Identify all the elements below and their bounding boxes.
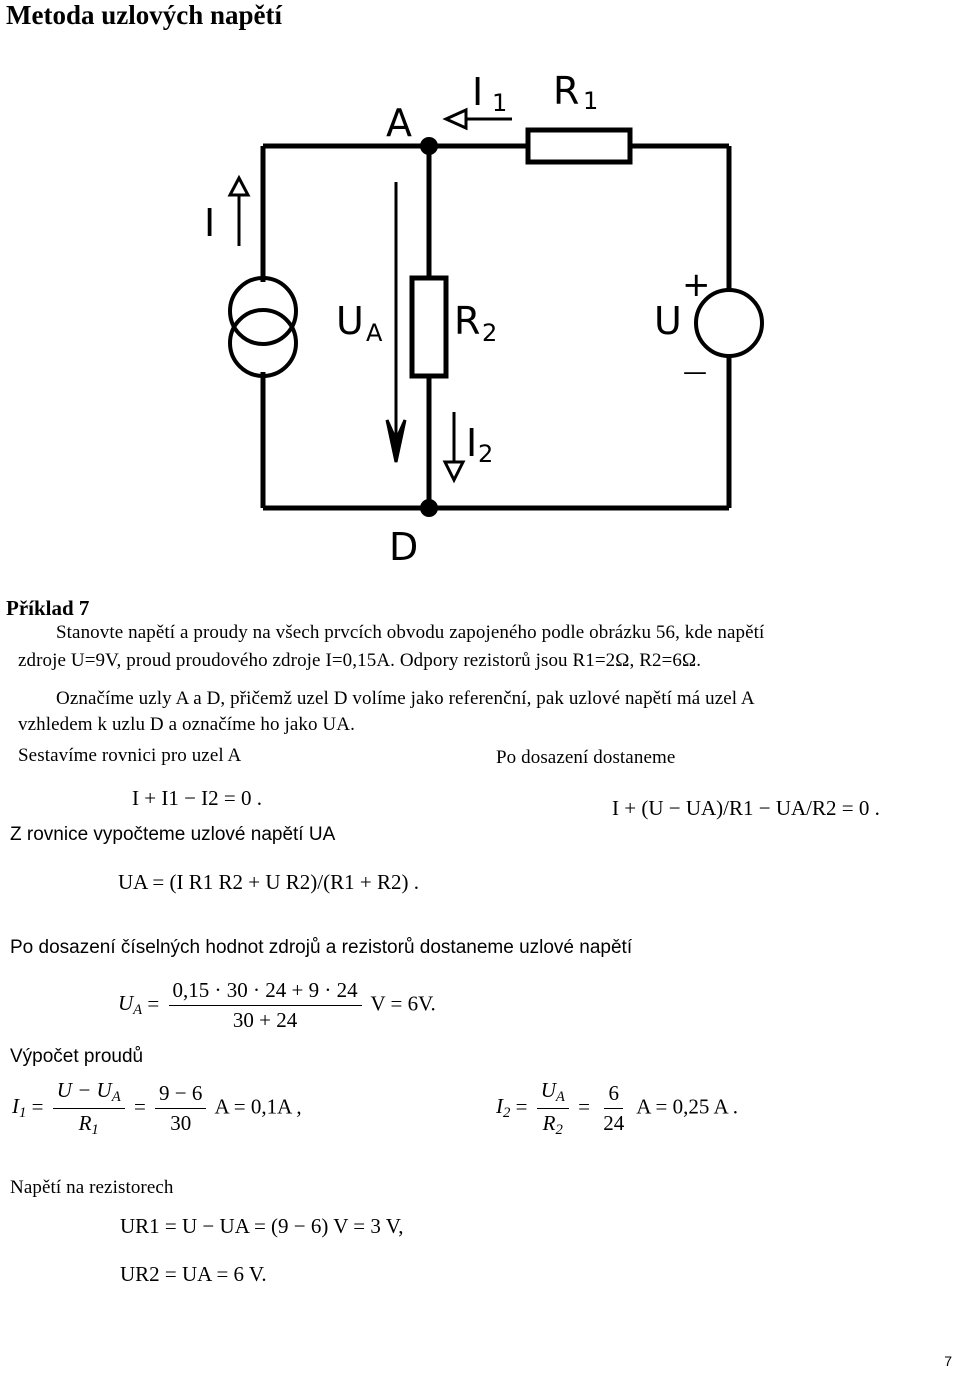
numeric-text: Po dosazení číselných hodnot zdrojů a re… — [10, 937, 633, 958]
node-d-dot — [420, 499, 438, 517]
i2-num-top: 6 — [604, 1081, 623, 1109]
ua-arrow — [385, 182, 407, 463]
problem-line-1: Stanovte napětí a proudy na všech prvcíc… — [56, 622, 765, 643]
example-heading: Příklad 7 — [6, 596, 90, 620]
circuit-diagram: A D I 1 R 1 I U A R 2 I 2 U + — — [204, 69, 764, 569]
u-label: U — [654, 299, 682, 343]
setup-text: Sestavíme rovnici pro uzel A — [18, 745, 242, 766]
i1-arrow — [442, 107, 512, 131]
i1-label: I — [472, 70, 483, 114]
ua-label: U — [336, 299, 364, 343]
current-source — [228, 276, 298, 378]
i1-sub: 1 — [492, 89, 507, 117]
i2-num-bottom: 24 — [603, 1111, 625, 1135]
page-number: 7 — [944, 1353, 952, 1369]
r1-label: R — [553, 69, 579, 113]
kcl-substituted: I + (U − UA)/R1 − UA/R2 = 0 . — [612, 796, 880, 820]
minus-sign: — — [683, 358, 707, 386]
i-label: I — [204, 201, 215, 245]
i1-result: A = 0,1A , — [214, 1094, 302, 1119]
r2-label: R — [454, 299, 480, 343]
nodes-line-2: vzhledem k uzlu D a označíme ho jako UA. — [18, 714, 355, 735]
problem-line-2: zdroje U=9V, proud proudového zdroje I=0… — [18, 650, 702, 671]
ur2-equation: UR2 = UA = 6 V. — [120, 1262, 267, 1286]
compute-ua-text: Z rovnice vypočteme uzlové napětí UA — [10, 824, 336, 845]
ua-num-top: 0,15 · 30 · 24 + 9 · 24 — [168, 978, 362, 1006]
voltage-source — [694, 288, 764, 358]
substitution-text: Po dosazení dostaneme — [496, 747, 676, 768]
i2-arrow — [442, 412, 466, 484]
r2-sub: 2 — [482, 319, 497, 347]
i2-label: I — [466, 421, 477, 465]
node-a-label: A — [386, 101, 412, 145]
i1-num-bottom: 30 — [170, 1111, 192, 1135]
page-title: Metoda uzlových napětí — [6, 0, 282, 30]
resistor-r2 — [409, 275, 449, 379]
r1-sub: 1 — [583, 87, 598, 115]
i2-result: A = 0,25 A . — [636, 1094, 738, 1119]
kcl-equation: I + I1 − I2 = 0 . — [132, 786, 263, 810]
i1-num-top: 9 − 6 — [155, 1081, 207, 1109]
resistor-r1 — [525, 127, 633, 165]
ua-formula: UA = (I R1 R2 + U R2)/(R1 + R2) . — [118, 870, 419, 894]
plus-sign: + — [682, 265, 711, 305]
i2-sub: 2 — [478, 440, 493, 468]
ua-num-bottom: 30 + 24 — [232, 1008, 298, 1032]
i-arrow — [227, 174, 251, 246]
voltages-text: Napětí na rezistorech — [10, 1177, 174, 1198]
node-a-dot — [420, 137, 438, 155]
node-d-label: D — [389, 525, 418, 569]
ua-result: V = 6V. — [370, 991, 436, 1016]
ua-sub: A — [366, 319, 383, 347]
ur1-equation: UR1 = U − UA = (9 − 6) V = 3 V, — [120, 1214, 404, 1238]
currents-text: Výpočet proudů — [10, 1046, 144, 1067]
nodes-line-1: Označíme uzly A a D, přičemž uzel D volí… — [56, 688, 755, 709]
